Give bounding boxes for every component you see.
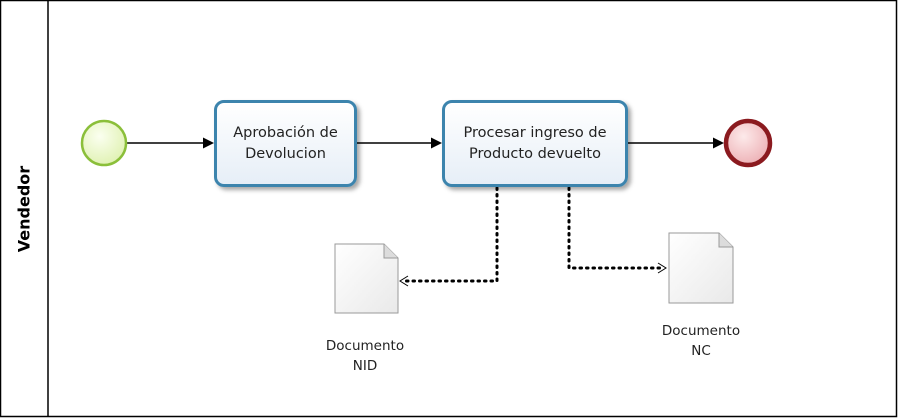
data-association-nid[interactable] <box>399 186 499 287</box>
lane-label: Vendedor <box>0 0 48 418</box>
end-event[interactable] <box>723 118 773 168</box>
sequence-flow-3[interactable] <box>628 137 724 149</box>
data-object-nc[interactable] <box>668 232 734 304</box>
document-nc-label: Documento NC <box>661 323 741 359</box>
task-procesar-ingreso[interactable]: Procesar ingreso de Producto devuelto <box>442 100 628 187</box>
task-label: Aprobación de Devolucion <box>233 124 338 162</box>
data-object-nid[interactable] <box>334 243 399 314</box>
task-aprobacion-devolucion[interactable]: Aprobación de Devolucion <box>214 100 357 187</box>
task-label: Procesar ingreso de Producto devuelto <box>463 124 607 162</box>
sequence-flow-2[interactable] <box>357 137 442 149</box>
sequence-flow-1[interactable] <box>126 137 214 149</box>
lane-name: Vendedor <box>14 165 34 253</box>
document-nid-label: Documento NID <box>325 338 405 374</box>
start-event[interactable] <box>80 119 128 167</box>
data-association-nc[interactable] <box>567 186 667 274</box>
